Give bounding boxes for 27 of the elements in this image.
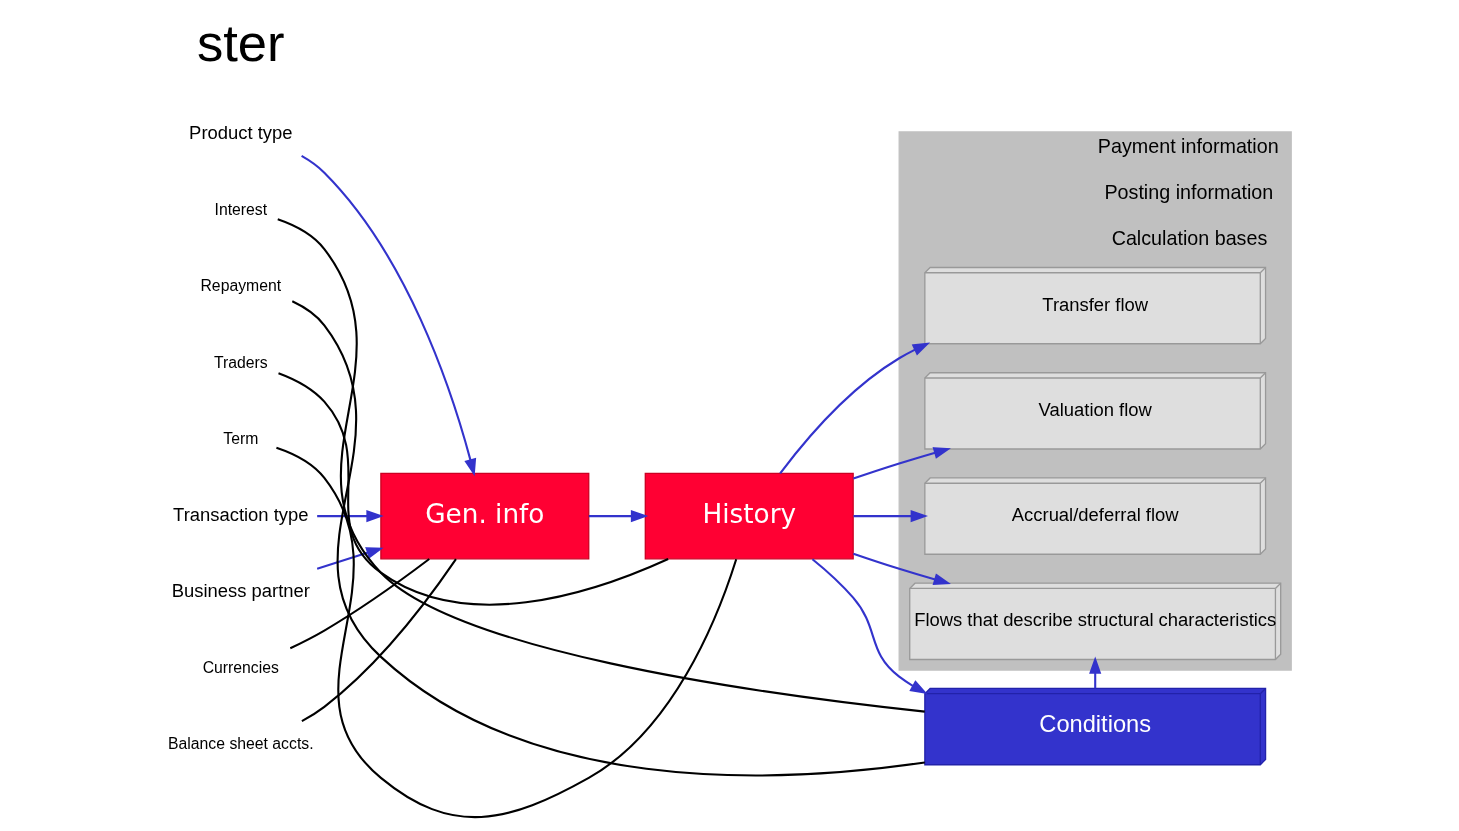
arrow	[316, 547, 384, 570]
arrow	[853, 510, 928, 523]
node-text: Business partner	[171, 580, 310, 602]
node-text: Term	[223, 429, 259, 447]
label: ster	[196, 12, 285, 72]
connector	[291, 300, 925, 777]
connector	[277, 218, 925, 713]
connector	[278, 372, 669, 606]
node-box: Gen. info	[380, 472, 590, 560]
arrow	[317, 510, 384, 523]
node-text: Interest	[214, 200, 268, 218]
connector	[276, 446, 738, 818]
arrow	[853, 552, 951, 586]
arrow	[588, 510, 649, 523]
node-text: Transaction type	[173, 503, 309, 525]
arrow	[853, 447, 951, 480]
arrow	[301, 155, 477, 477]
node-text: Product type	[189, 122, 293, 144]
connector	[301, 558, 457, 723]
arrow	[811, 558, 928, 695]
node-text: Traders	[213, 353, 268, 371]
node-text: Repayment	[200, 277, 282, 295]
connector	[289, 558, 430, 650]
arrow	[779, 342, 931, 474]
node-box: History	[644, 472, 854, 560]
node-text: Currencies	[202, 658, 279, 676]
node-text: Balance sheet accts.	[168, 735, 314, 753]
